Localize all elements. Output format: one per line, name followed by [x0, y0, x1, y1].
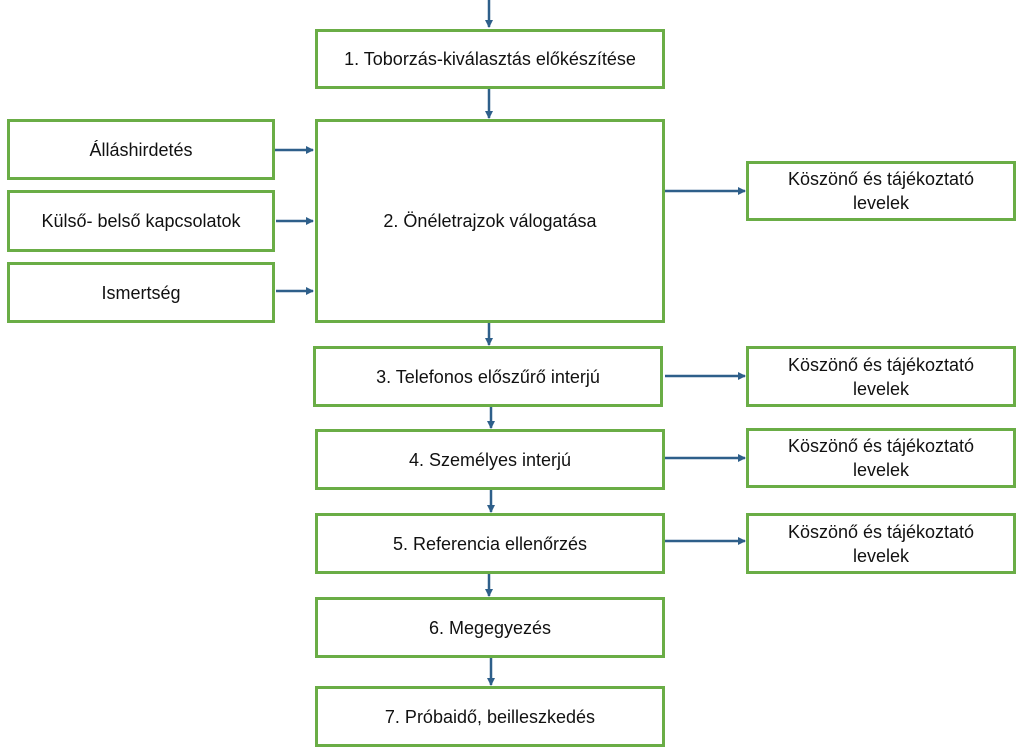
output-3-box: Köszönő és tájékoztató levelek	[746, 346, 1016, 407]
output-5-label: Köszönő és tájékoztató levelek	[787, 521, 975, 566]
input-2-box: Külső- belső kapcsolatok	[7, 190, 275, 252]
step-4-box: 4. Személyes interjú	[315, 429, 665, 490]
output-4-box: Köszönő és tájékoztató levelek	[746, 428, 1016, 488]
step-3-label: 3. Telefonos előszűrő interjú	[376, 366, 600, 387]
step-2-label: 2. Önéletrajzok válogatása	[383, 211, 597, 231]
output-2-box: Köszönő és tájékoztató levelek	[746, 161, 1016, 221]
step-2-box: 2. Önéletrajzok válogatása	[315, 119, 665, 323]
step-4-label: 4. Személyes interjú	[408, 449, 572, 470]
step-1-label: 1. Toborzás-kiválasztás előkészítése	[344, 49, 636, 69]
output-2-label: Köszönő és tájékoztató levelek	[787, 169, 975, 213]
output-3-label: Köszönő és tájékoztató levelek	[787, 354, 975, 399]
input-2-label: Külső- belső kapcsolatok	[41, 211, 241, 231]
output-5-box: Köszönő és tájékoztató levelek	[746, 513, 1016, 574]
input-3-box: Ismertség	[7, 262, 275, 323]
step-6-label: 6. Megegyezés	[428, 617, 552, 638]
step-7-label: 7. Próbaidő, beilleszkedés	[384, 706, 596, 727]
output-4-label: Köszönő és tájékoztató levelek	[787, 436, 975, 480]
input-3-label: Ismertség	[101, 282, 181, 303]
step-5-label: 5. Referencia ellenőrzés	[392, 533, 588, 554]
step-3-box: 3. Telefonos előszűrő interjú	[313, 346, 663, 407]
step-6-box: 6. Megegyezés	[315, 597, 665, 658]
step-7-box: 7. Próbaidő, beilleszkedés	[315, 686, 665, 747]
step-1-box: 1. Toborzás-kiválasztás előkészítése	[315, 29, 665, 89]
step-5-box: 5. Referencia ellenőrzés	[315, 513, 665, 574]
input-1-label: Álláshirdetés	[89, 139, 193, 160]
input-1-box: Álláshirdetés	[7, 119, 275, 180]
